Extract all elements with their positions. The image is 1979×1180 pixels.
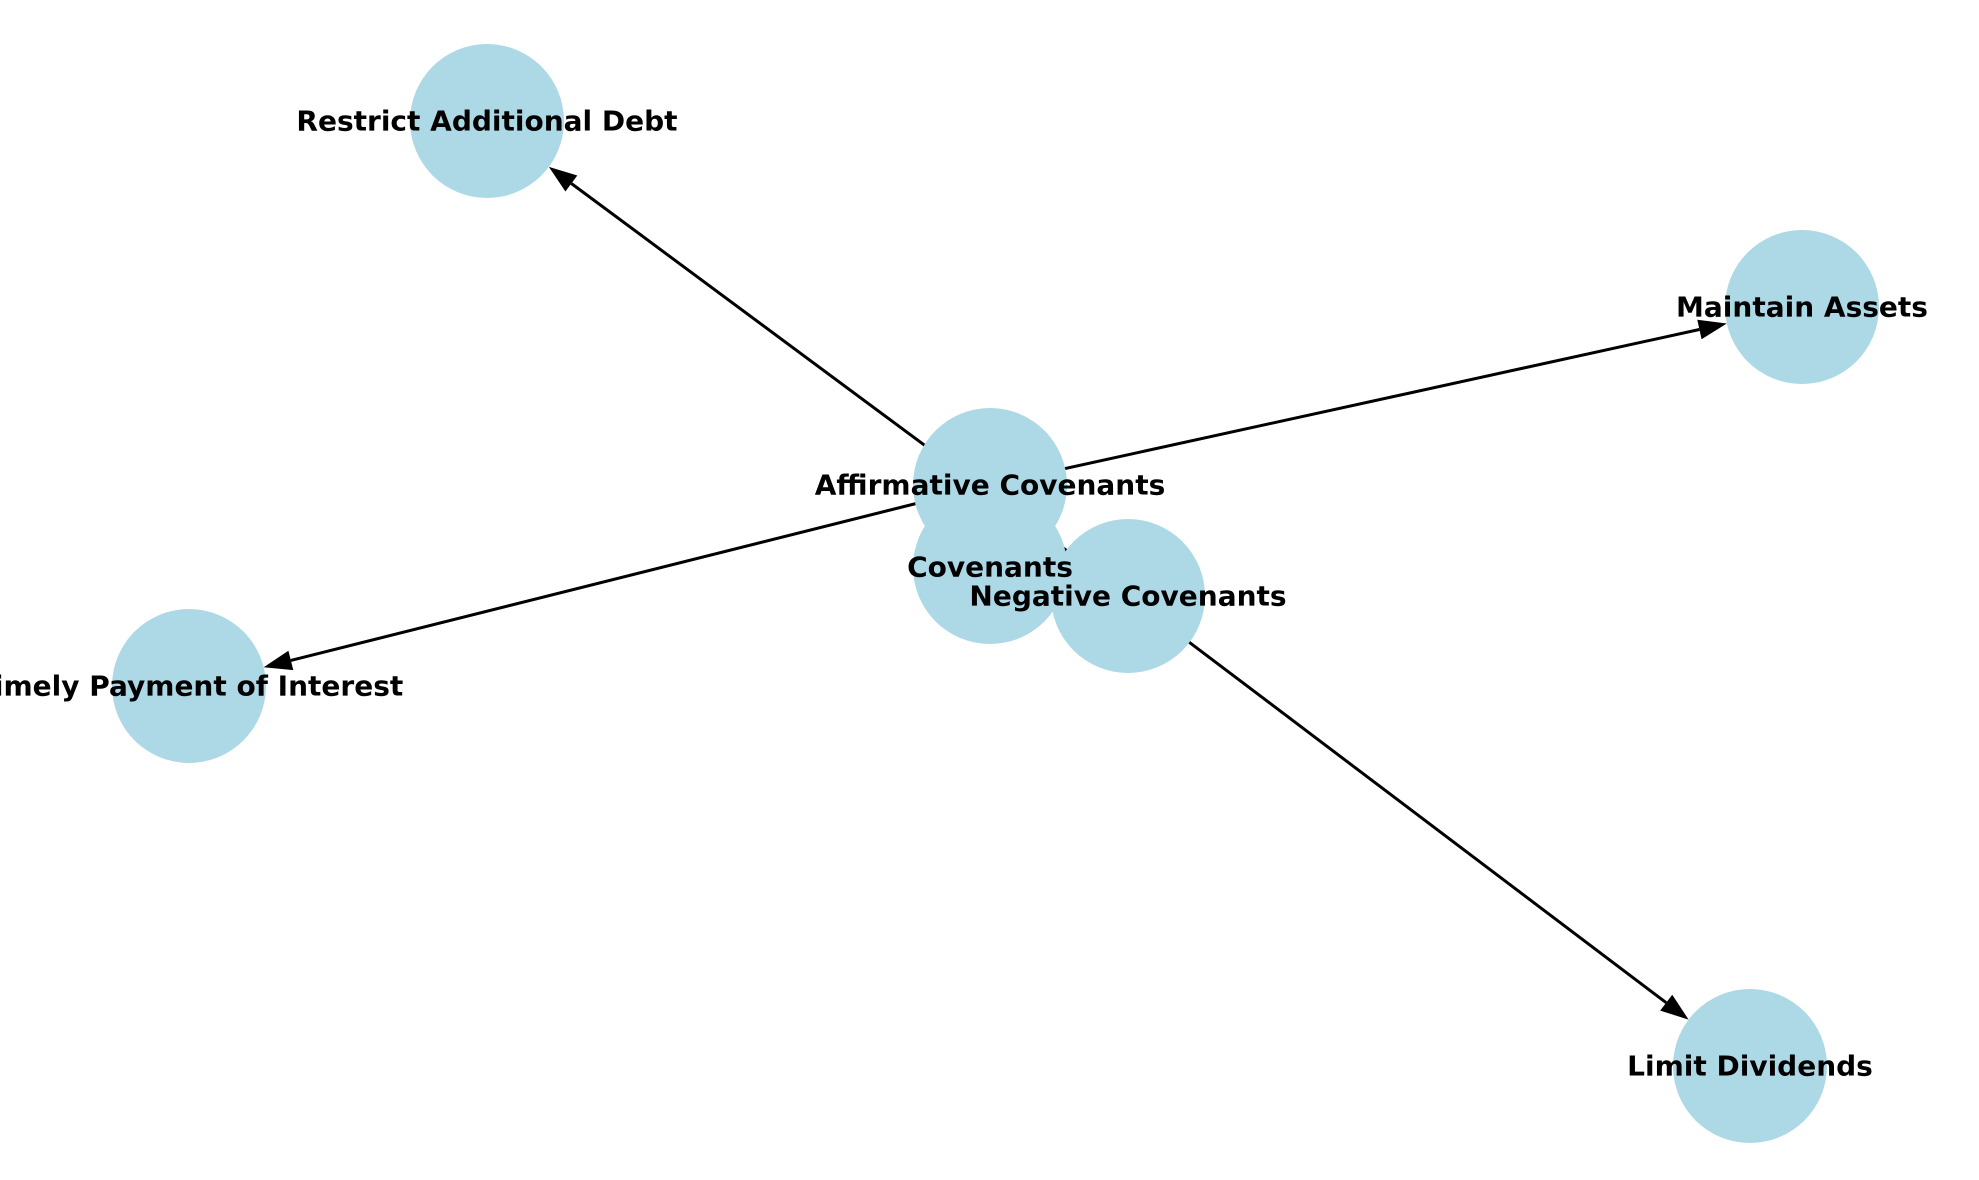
- node-label-dividends: Limit Dividends: [1627, 1050, 1873, 1083]
- arrowhead-icon: [1697, 319, 1727, 340]
- node-timely: [112, 609, 266, 763]
- edge-affirmative-to-timely: [263, 483, 991, 671]
- edge-affirmative-to-maintain: [989, 319, 1727, 487]
- node-affirmative: [913, 408, 1067, 562]
- node-label-timely: Timely Payment of Interest: [0, 670, 403, 703]
- edge-line: [1127, 594, 1668, 1004]
- node-label-affirmative: Affirmative Covenants: [815, 469, 1166, 502]
- node-label-covenants: Covenants: [907, 551, 1073, 584]
- node-label-maintain: Maintain Assets: [1676, 291, 1928, 324]
- arrowhead-icon: [263, 650, 294, 671]
- node-restrict: [410, 44, 564, 198]
- arrowhead-icon: [548, 166, 578, 192]
- arrowhead-icon: [1660, 994, 1689, 1020]
- node-label-restrict: Restrict Additional Debt: [296, 105, 677, 138]
- edge-negative-to-dividends: [1127, 594, 1689, 1020]
- edge-line: [290, 483, 991, 662]
- node-maintain: [1725, 230, 1879, 384]
- node-dividends: [1673, 989, 1827, 1143]
- node-label-negative: Negative Covenants: [969, 580, 1286, 613]
- nodes-layer: [112, 44, 1879, 1143]
- edge-line: [989, 328, 1700, 487]
- node-negative: [1051, 519, 1205, 673]
